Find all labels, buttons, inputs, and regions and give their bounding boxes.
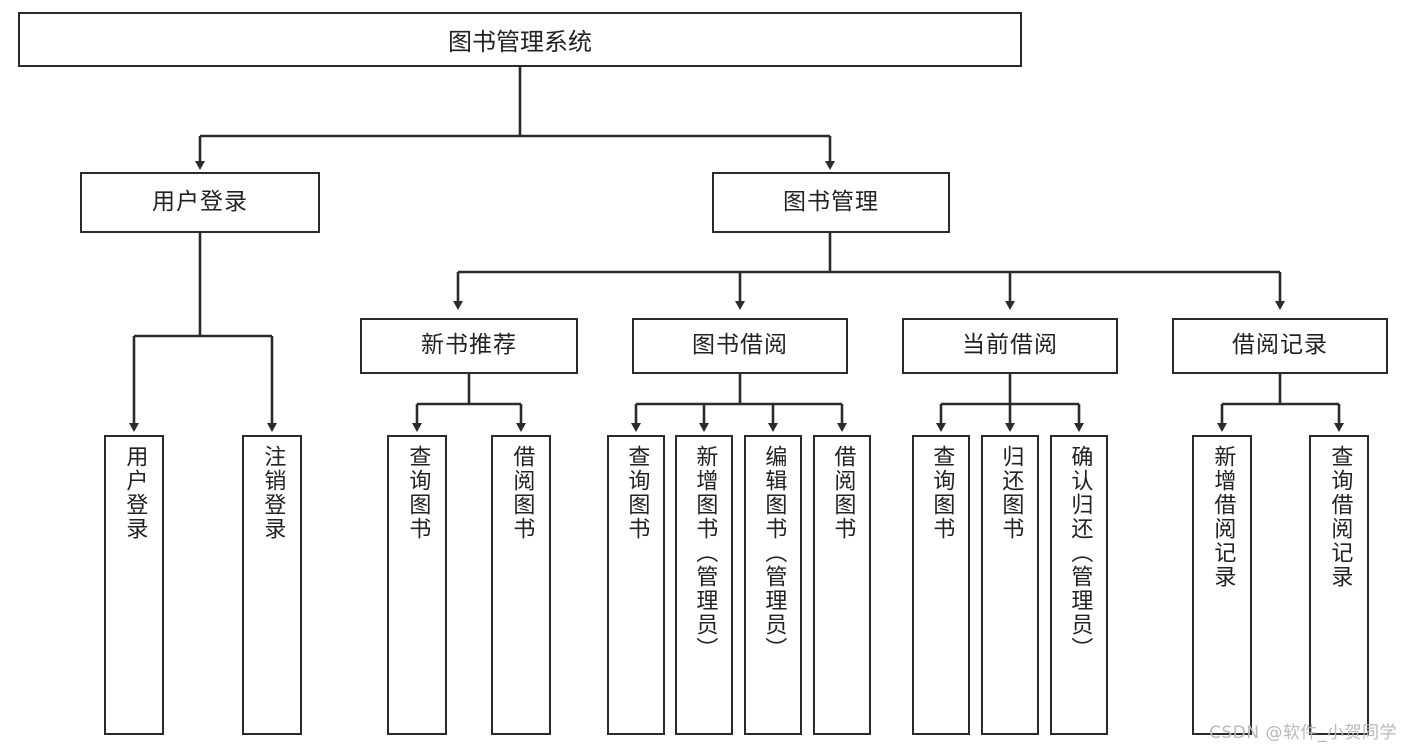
leaf-label: 确认归还（管理员）: [1067, 445, 1093, 661]
leaf-recommend-borrow-book[interactable]: 借阅图书: [491, 435, 551, 735]
watermark-text: CSDN @软件_小贺同学: [1209, 723, 1397, 743]
node-book-borrow[interactable]: 图书借阅: [632, 318, 848, 374]
leaf-borrow-query-book[interactable]: 查询图书: [607, 435, 665, 735]
leaf-label: 新增图书（管理员）: [692, 445, 718, 661]
node-label: 图书管理系统: [448, 28, 592, 56]
leaf-borrow-add-book-admin[interactable]: 新增图书（管理员）: [675, 435, 733, 735]
leaf-label: 查询图书: [929, 445, 955, 541]
leaf-label: 借阅图书: [830, 445, 856, 541]
node-book-management[interactable]: 图书管理: [712, 172, 950, 233]
leaf-label: 用户登录: [122, 445, 148, 541]
leaf-label: 查询图书: [624, 445, 650, 541]
leaf-label: 查询借阅记录: [1327, 445, 1353, 589]
leaf-borrow-borrow-book[interactable]: 借阅图书: [813, 435, 871, 735]
leaf-label: 归还图书: [998, 445, 1024, 541]
node-label: 借阅记录: [1232, 332, 1328, 359]
node-new-book-recommend[interactable]: 新书推荐: [360, 318, 578, 374]
node-label: 新书推荐: [421, 332, 517, 359]
leaf-borrow-edit-book-admin[interactable]: 编辑图书（管理员）: [744, 435, 802, 735]
leaf-current-return-book[interactable]: 归还图书: [981, 435, 1039, 735]
node-label: 图书管理: [783, 188, 879, 215]
leaf-label: 编辑图书（管理员）: [761, 445, 787, 661]
leaf-current-confirm-return-admin[interactable]: 确认归还（管理员）: [1050, 435, 1108, 735]
node-user-login[interactable]: 用户登录: [80, 172, 320, 233]
node-label: 用户登录: [152, 188, 248, 215]
node-label: 图书借阅: [692, 332, 788, 359]
leaf-records-add-record[interactable]: 新增借阅记录: [1192, 435, 1252, 735]
node-label: 当前借阅: [962, 332, 1058, 359]
leaf-recommend-query-book[interactable]: 查询图书: [387, 435, 447, 735]
leaf-label: 新增借阅记录: [1210, 445, 1236, 589]
leaf-label: 注销登录: [260, 445, 286, 541]
leaf-records-query-record[interactable]: 查询借阅记录: [1309, 435, 1369, 735]
leaf-label: 借阅图书: [509, 445, 535, 541]
node-current-borrow[interactable]: 当前借阅: [902, 318, 1118, 374]
leaf-current-query-book[interactable]: 查询图书: [912, 435, 970, 735]
leaf-user-login-login[interactable]: 用户登录: [104, 435, 164, 735]
node-borrow-records[interactable]: 借阅记录: [1172, 318, 1388, 374]
leaf-label: 查询图书: [405, 445, 431, 541]
leaf-user-login-logout[interactable]: 注销登录: [242, 435, 302, 735]
node-root-system[interactable]: 图书管理系统: [18, 12, 1022, 67]
